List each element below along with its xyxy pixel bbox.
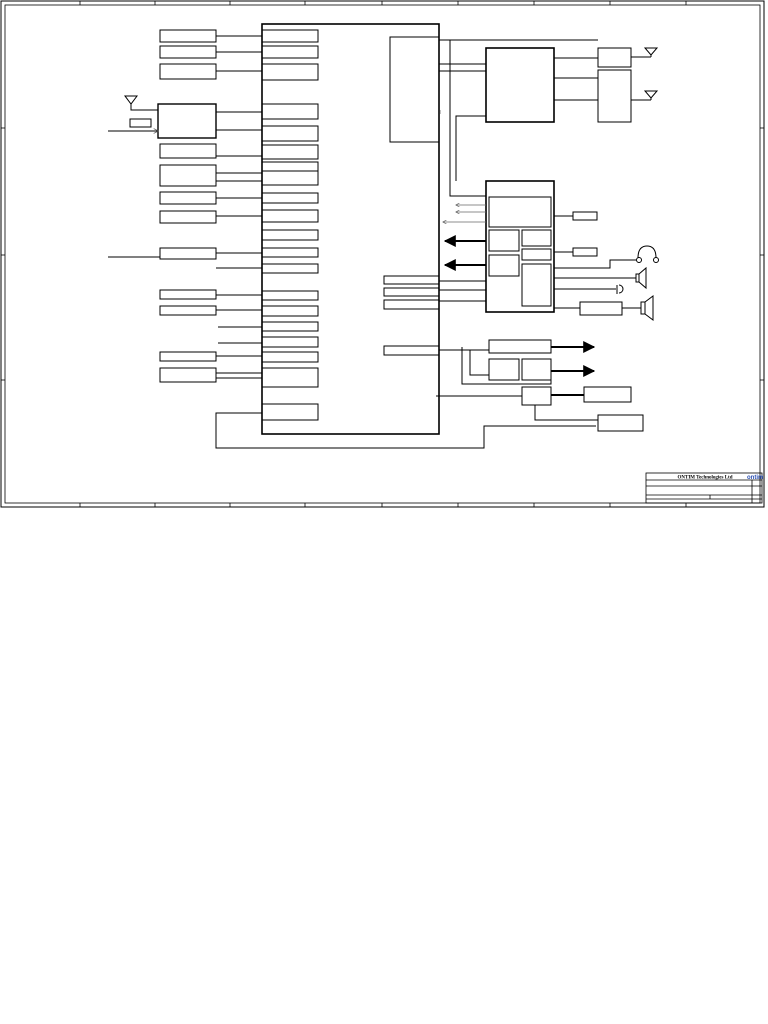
sheet-border <box>0 0 765 508</box>
bold-bus-arrows <box>443 235 486 271</box>
antenna-icon <box>643 90 659 100</box>
loudspeaker-icon <box>640 295 654 321</box>
lower-right-bold-lines <box>551 341 596 396</box>
microphone-icon <box>616 284 624 294</box>
main-block-port-boxes <box>261 29 319 421</box>
rf-transceiver-block <box>439 39 651 123</box>
main-processor-block <box>261 23 440 435</box>
company-logo: ontim <box>747 475 763 481</box>
antenna-icon <box>643 47 659 57</box>
audio-outputs <box>554 211 641 316</box>
receiver-icon <box>635 266 647 290</box>
left-connections <box>108 35 596 449</box>
pmic-audio-block <box>439 40 555 313</box>
title-block: ONTIM Technologies Ltd ontim <box>645 472 763 504</box>
headset-icon <box>636 245 659 263</box>
antenna-icon <box>124 95 138 110</box>
left-peripheral-blocks <box>129 29 217 383</box>
company-name: ONTIM Technologies Ltd <box>677 476 732 481</box>
lower-right-blocks <box>436 339 644 432</box>
main-block-right-port-boxes <box>383 275 440 356</box>
block-diagram-sheet: ONTIM Technologies Ltd ontim <box>0 0 765 508</box>
pmic-signal-arrows <box>439 110 486 222</box>
